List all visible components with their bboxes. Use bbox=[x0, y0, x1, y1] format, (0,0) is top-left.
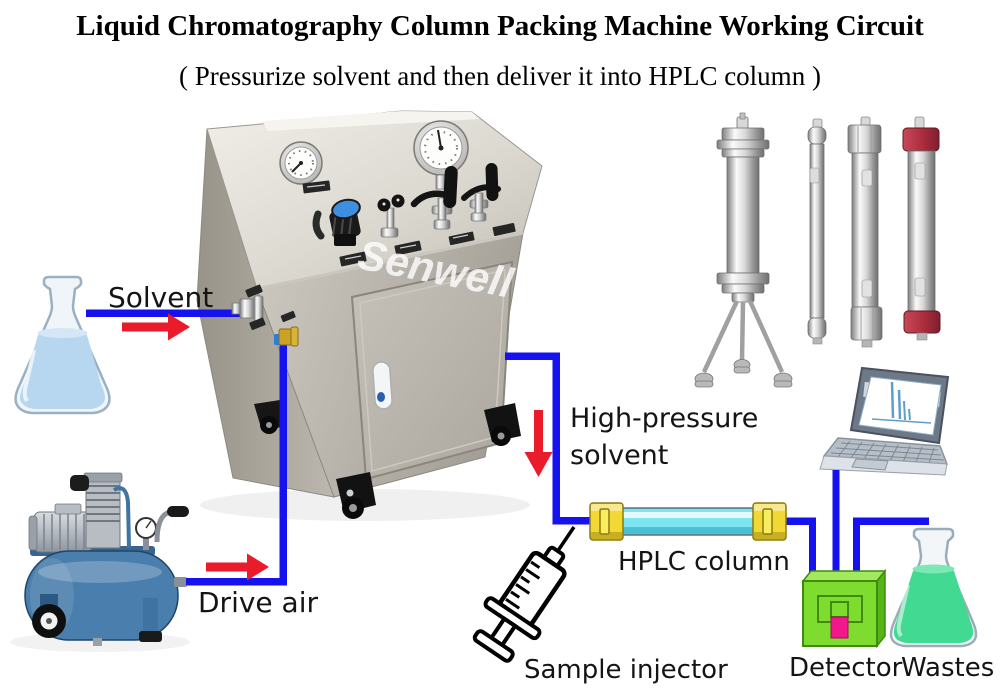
valve-left bbox=[410, 166, 458, 230]
label-high-pressure: High-pressure solvent bbox=[570, 400, 758, 474]
sample-injector-syringe bbox=[472, 526, 576, 663]
label-sample-injector: Sample injector bbox=[524, 655, 728, 685]
pressure-gauge-high bbox=[413, 120, 469, 190]
label-high-pressure-line2: solvent bbox=[570, 440, 669, 471]
laptop-keyboard bbox=[830, 440, 945, 464]
thin-column bbox=[807, 118, 827, 345]
tube-detector-to-waste-h bbox=[853, 517, 929, 525]
detector-box bbox=[801, 568, 887, 649]
compressor-pipe bbox=[112, 486, 131, 549]
caster-front-right bbox=[484, 403, 521, 446]
label-high-pressure-line1: High-pressure bbox=[570, 403, 759, 434]
label-wastes: Wastes bbox=[901, 653, 995, 683]
compressor-pump bbox=[70, 472, 123, 549]
compressor-handle bbox=[154, 506, 189, 543]
laptop-touchpad bbox=[851, 458, 889, 471]
tube-detector-to-waste-v bbox=[853, 517, 860, 576]
compressor-wheel bbox=[32, 594, 66, 638]
drive-air-inlet-fitting bbox=[274, 310, 299, 347]
label-drive-air: Drive air bbox=[198, 586, 318, 619]
medium-column bbox=[847, 116, 883, 348]
arrow-drive-air bbox=[206, 553, 269, 581]
detector-slider bbox=[830, 616, 849, 639]
hplc-fitting-right bbox=[752, 502, 787, 541]
diagram-title: Liquid Chromatography Column Packing Mac… bbox=[76, 10, 924, 42]
intake-filter bbox=[70, 475, 89, 491]
air-compressor bbox=[10, 472, 190, 652]
compressor-leg bbox=[139, 598, 162, 642]
valve-right bbox=[461, 163, 501, 222]
chromatogram-screen bbox=[871, 381, 932, 424]
tripod-feet bbox=[694, 359, 793, 388]
tube-hp-vertical bbox=[552, 352, 560, 525]
tubing bbox=[86, 309, 929, 586]
tripod-legs bbox=[701, 300, 785, 373]
arrow-high-pressure bbox=[524, 410, 553, 477]
wastes-flask bbox=[889, 527, 978, 648]
compressor-gauge bbox=[135, 517, 157, 550]
caster-front-left bbox=[336, 472, 376, 519]
tube-solvent-inlet bbox=[86, 309, 247, 317]
panel-nameplates bbox=[302, 180, 516, 267]
nameplate-text-marks bbox=[306, 184, 469, 260]
flow-arrows bbox=[122, 313, 553, 581]
tube-column-to-detector-h bbox=[784, 517, 816, 525]
solvent-liquid bbox=[20, 330, 105, 409]
solvent-inlet-fitting bbox=[231, 284, 266, 331]
diagram-subtitle: ( Pressurize solvent and then deliver it… bbox=[179, 61, 821, 91]
regulator-knob bbox=[312, 198, 361, 246]
waste-liquid bbox=[893, 566, 974, 643]
red-cap-column bbox=[902, 116, 941, 341]
label-solvent: Solvent bbox=[108, 281, 214, 314]
tube-drive-air-vertical bbox=[279, 345, 287, 585]
pressure-gauge-low bbox=[279, 141, 323, 185]
arrow-solvent bbox=[122, 313, 190, 341]
tube-detector-to-laptop bbox=[832, 470, 840, 575]
door-handle bbox=[372, 361, 393, 410]
packed-column-with-tripod bbox=[694, 112, 793, 388]
hplc-fitting-left bbox=[589, 502, 624, 541]
laptop bbox=[819, 366, 950, 476]
tube-hp-to-column bbox=[552, 517, 593, 525]
mini-valve-knobs bbox=[377, 194, 405, 238]
tube-column-to-detector-v bbox=[809, 517, 816, 576]
caster-rear-left bbox=[254, 400, 286, 434]
solvent-flask bbox=[14, 275, 111, 415]
tube-drive-air-horizontal bbox=[186, 578, 287, 586]
compressor-motor bbox=[28, 503, 93, 553]
label-detector: Detector bbox=[789, 653, 903, 683]
tube-hp-out-horizontal bbox=[505, 352, 560, 360]
tank-outlet bbox=[174, 577, 187, 587]
packing-machine: Senwell bbox=[196, 110, 543, 521]
label-hplc-column: HPLC column bbox=[618, 547, 790, 577]
hplc-column bbox=[589, 502, 787, 541]
